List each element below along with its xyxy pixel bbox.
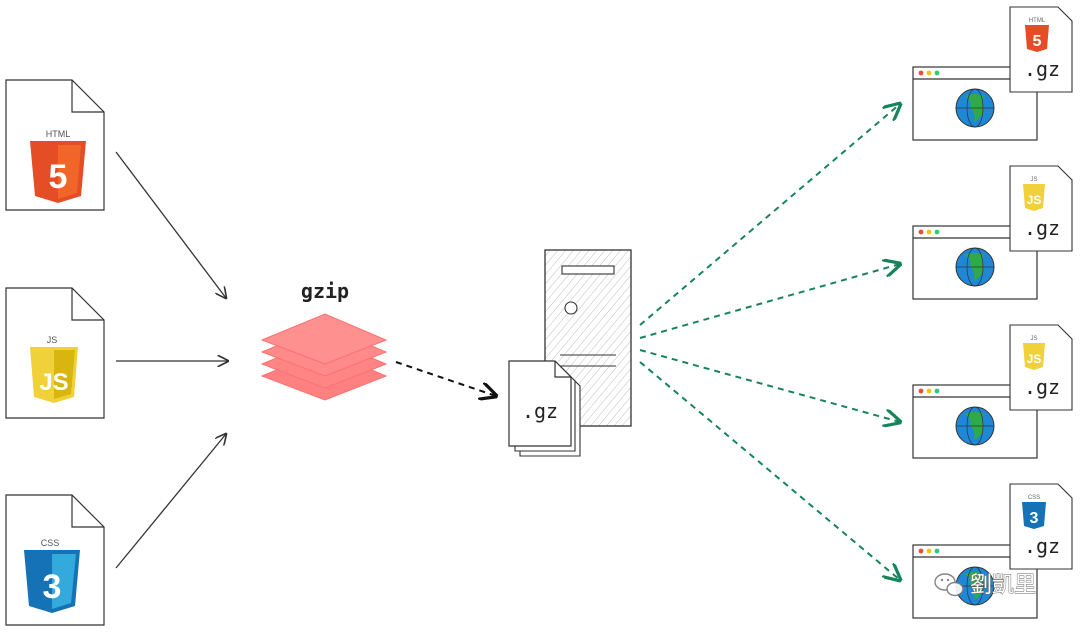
arrow-server-to-client-4 bbox=[639, 361, 900, 580]
client-browser-3: JS JS .gz bbox=[912, 324, 1073, 459]
arrow-server-to-client-2 bbox=[639, 264, 900, 339]
js-icon: JS bbox=[1023, 184, 1045, 211]
client-4-badge: CSS bbox=[1028, 495, 1040, 501]
html5-icon: 5 bbox=[1025, 25, 1049, 52]
svg-text:3: 3 bbox=[43, 568, 62, 606]
globe-icon bbox=[955, 247, 995, 287]
css3-icon: 3 bbox=[24, 550, 80, 613]
globe-icon bbox=[955, 406, 995, 446]
server-gz-label: .gz bbox=[522, 399, 558, 423]
html-file-label: HTML bbox=[46, 129, 71, 139]
client-browser-1: HTML 5 .gz bbox=[912, 6, 1073, 141]
css3-icon: 3 bbox=[1022, 502, 1046, 529]
server-gz-file: .gz bbox=[508, 360, 581, 457]
css-file-label: CSS bbox=[41, 538, 60, 548]
client-browser-2: JS JS .gz bbox=[912, 165, 1073, 300]
arrow-css-to-gzip bbox=[115, 434, 226, 569]
css-source-file: CSS 3 bbox=[5, 494, 105, 626]
js-file-label: JS bbox=[47, 335, 58, 345]
svg-text:3: 3 bbox=[1030, 510, 1039, 527]
watermark: 劉凱里 bbox=[934, 572, 1036, 597]
svg-text:5: 5 bbox=[49, 158, 68, 196]
js-icon: JS bbox=[1023, 343, 1045, 370]
client-1-badge: HTML bbox=[1029, 18, 1046, 24]
arrow-html-to-gzip bbox=[115, 151, 226, 298]
js-source-file: JS JS bbox=[5, 287, 105, 419]
svg-text:5: 5 bbox=[1033, 33, 1042, 50]
client-2-ext: .gz bbox=[1024, 216, 1060, 240]
wechat-icon bbox=[934, 573, 964, 597]
globe-icon bbox=[955, 88, 995, 128]
client-3-badge: JS bbox=[1030, 336, 1037, 342]
arrow-server-to-client-3 bbox=[639, 349, 900, 422]
html5-icon: 5 bbox=[30, 141, 86, 203]
arrow-gzip-to-server bbox=[395, 361, 496, 396]
html-source-file: HTML 5 bbox=[5, 79, 105, 211]
gzip-label: gzip bbox=[301, 279, 349, 303]
client-3-ext: .gz bbox=[1024, 375, 1060, 399]
client-4-ext: .gz bbox=[1024, 534, 1060, 558]
watermark-text: 劉凱里 bbox=[970, 572, 1036, 597]
client-2-badge: JS bbox=[1030, 177, 1037, 183]
svg-text:JS: JS bbox=[1027, 352, 1042, 366]
client-1-ext: .gz bbox=[1024, 57, 1060, 81]
arrow-server-to-client-1 bbox=[639, 104, 900, 326]
gzip-layers-icon bbox=[260, 313, 388, 401]
client-browser-4: CSS 3 .gz bbox=[912, 483, 1073, 619]
js-icon: JS bbox=[30, 347, 78, 403]
svg-text:JS: JS bbox=[39, 369, 68, 396]
globe-icon bbox=[955, 566, 995, 606]
svg-text:JS: JS bbox=[1027, 193, 1042, 207]
